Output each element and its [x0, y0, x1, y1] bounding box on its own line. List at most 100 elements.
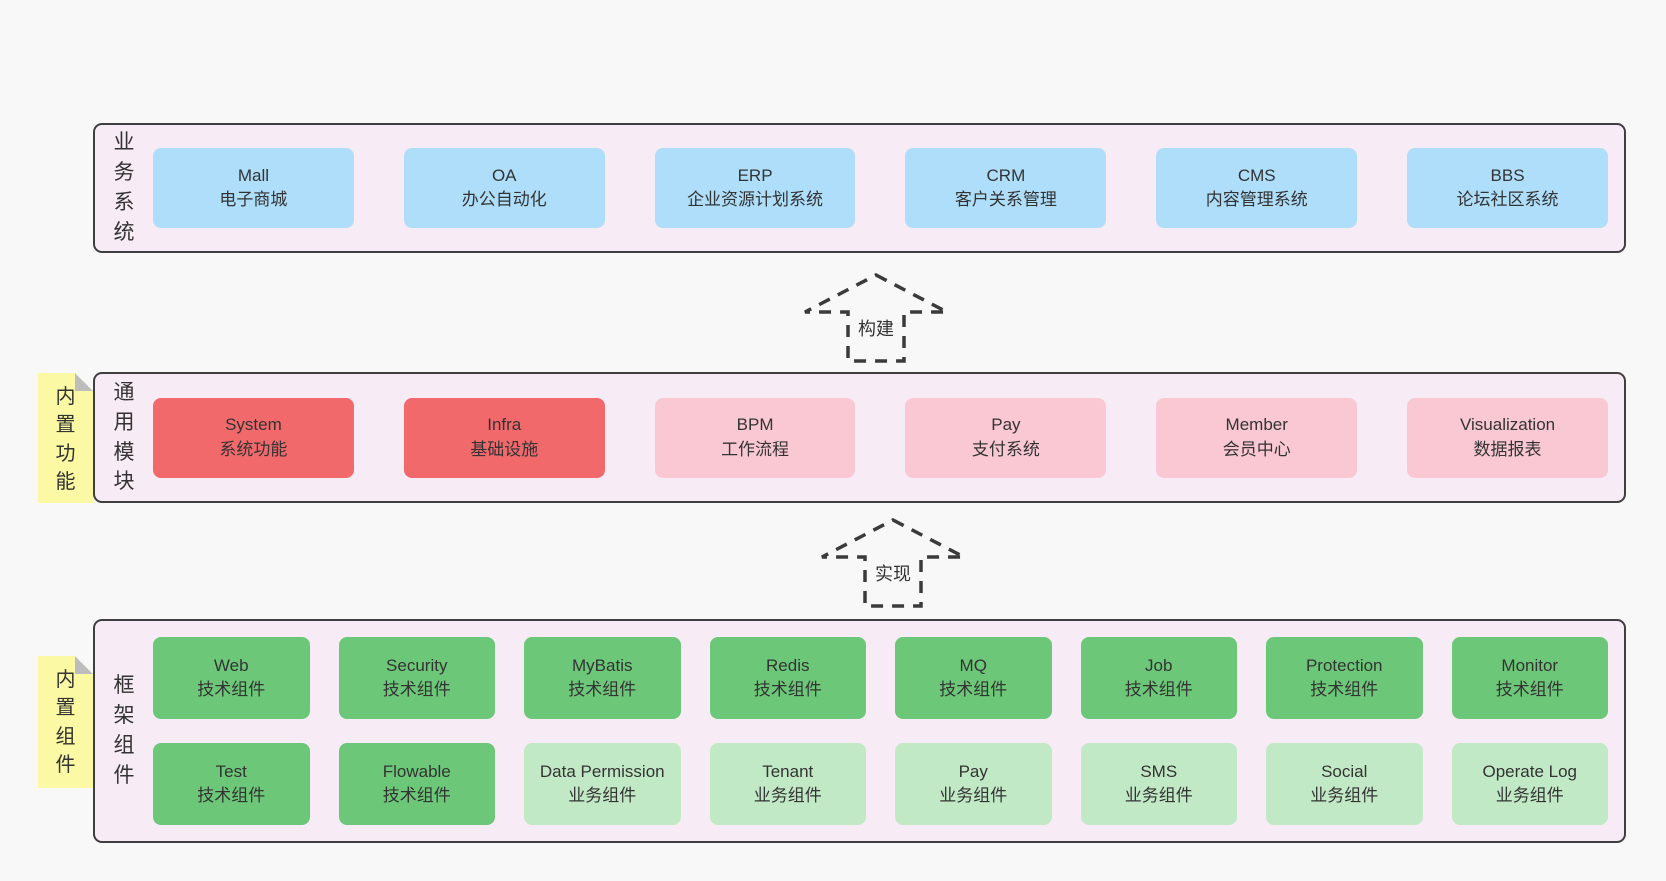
box-subtitle: 会员中心 [1222, 439, 1291, 459]
band-label: 通用模块 [113, 380, 135, 494]
box-title: Visualization [1459, 415, 1556, 435]
arrow-implement-label: 实现 [871, 559, 915, 587]
box-title: OA [491, 165, 517, 185]
box-oa: OA 办公自动化 [403, 148, 605, 228]
box-subtitle: 业务组件 [1124, 786, 1193, 805]
box-title: Protection [1305, 655, 1383, 675]
box-data-permission: Data Permission 业务组件 [524, 743, 681, 825]
band-label: 业务系统 [113, 131, 135, 244]
note-fold-corner [75, 373, 93, 391]
box-subtitle: 系统功能 [219, 439, 288, 459]
box-redis: Redis 技术组件 [709, 637, 866, 719]
box-title: Job [1145, 655, 1173, 675]
box-subtitle: 技术组件 [382, 680, 451, 699]
box-subtitle: 论坛社区系统 [1456, 190, 1559, 209]
box-title: Test [215, 761, 247, 781]
box-system: System 系统功能 [153, 397, 354, 478]
band-label-column: 通用模块 [95, 374, 153, 501]
sticky-note-builtin-features: 内置功能 [38, 373, 93, 503]
box-title: Web [213, 655, 249, 675]
box-subtitle: 业务组件 [1495, 786, 1564, 805]
box-subtitle: 技术组件 [568, 680, 637, 699]
box-title: Redis [766, 655, 810, 675]
box-title: Member [1225, 415, 1288, 435]
box-title: Monitor [1501, 655, 1559, 675]
box-subtitle: 技术组件 [1495, 680, 1564, 699]
dashed-up-arrow-icon [821, 518, 965, 608]
box-title: MyBatis [572, 655, 633, 675]
arrow-build-label: 构建 [854, 314, 898, 342]
box-member: Member 会员中心 [1156, 397, 1358, 478]
box-title: CMS [1237, 165, 1276, 185]
box-web: Web 技术组件 [153, 637, 310, 719]
box-title: Data Permission [539, 761, 665, 781]
box-subtitle: 业务组件 [1310, 786, 1379, 805]
arrow-build: 构建 [801, 272, 951, 364]
box-title: Tenant [762, 761, 814, 781]
sticky-note-builtin-components: 内置组件 [38, 656, 93, 788]
box-test: Test 技术组件 [153, 743, 310, 825]
dashed-up-arrow-icon [804, 273, 948, 363]
box-title: Security [386, 655, 448, 675]
box-subtitle: 企业资源计划系统 [687, 190, 824, 209]
box-subtitle: 支付系统 [971, 439, 1040, 459]
box-subtitle: 内容管理系统 [1205, 190, 1308, 209]
box-subtitle: 业务组件 [753, 786, 822, 805]
box-security: Security 技术组件 [338, 637, 495, 719]
box-cms: CMS 内容管理系统 [1156, 148, 1358, 228]
box-title: System [225, 415, 282, 435]
box-subtitle: 办公自动化 [461, 190, 547, 209]
box-bpm: BPM 工作流程 [654, 397, 856, 478]
note-fold-corner [75, 656, 93, 674]
box-subtitle: 技术组件 [382, 786, 451, 805]
band-label-column: 框架组件 [95, 621, 153, 841]
box-tenant: Tenant 业务组件 [709, 743, 866, 825]
box-job: Job 技术组件 [1080, 637, 1237, 719]
box-subtitle: 技术组件 [753, 680, 822, 699]
box-pay: Pay 业务组件 [895, 743, 1052, 825]
box-title: CRM [986, 165, 1026, 185]
band-label: 框架组件 [113, 674, 135, 787]
box-title: Flowable [382, 761, 451, 781]
box-subtitle: 电子商城 [219, 190, 288, 209]
box-subtitle: 工作流程 [721, 439, 790, 459]
box-subtitle: 技术组件 [197, 680, 266, 699]
box-title: Infra [487, 415, 522, 435]
box-subtitle: 技术组件 [197, 786, 266, 805]
box-subtitle: 业务组件 [568, 786, 637, 805]
band-label-column: 业务系统 [95, 125, 153, 251]
box-subtitle: 技术组件 [939, 680, 1008, 699]
box-subtitle: 客户关系管理 [954, 190, 1057, 209]
sticky-note-text: 内置组件 [55, 669, 76, 777]
arrow-implement: 实现 [818, 517, 968, 609]
box-mybatis: MyBatis 技术组件 [524, 637, 681, 719]
box-title: Mall [237, 165, 269, 185]
box-title: BBS [1490, 165, 1525, 185]
box-title: BPM [736, 415, 774, 435]
box-subtitle: 业务组件 [939, 786, 1008, 805]
box-title: Operate Log [1482, 761, 1577, 781]
box-subtitle: 基础设施 [470, 439, 539, 459]
box-title: Pay [958, 761, 988, 781]
sticky-note-text: 内置功能 [55, 386, 76, 494]
box-subtitle: 技术组件 [1124, 680, 1193, 699]
box-bbs: BBS 论坛社区系统 [1407, 148, 1608, 228]
box-operate-log: Operate Log 业务组件 [1451, 743, 1608, 825]
box-title: MQ [959, 655, 987, 675]
box-crm: CRM 客户关系管理 [905, 148, 1107, 228]
